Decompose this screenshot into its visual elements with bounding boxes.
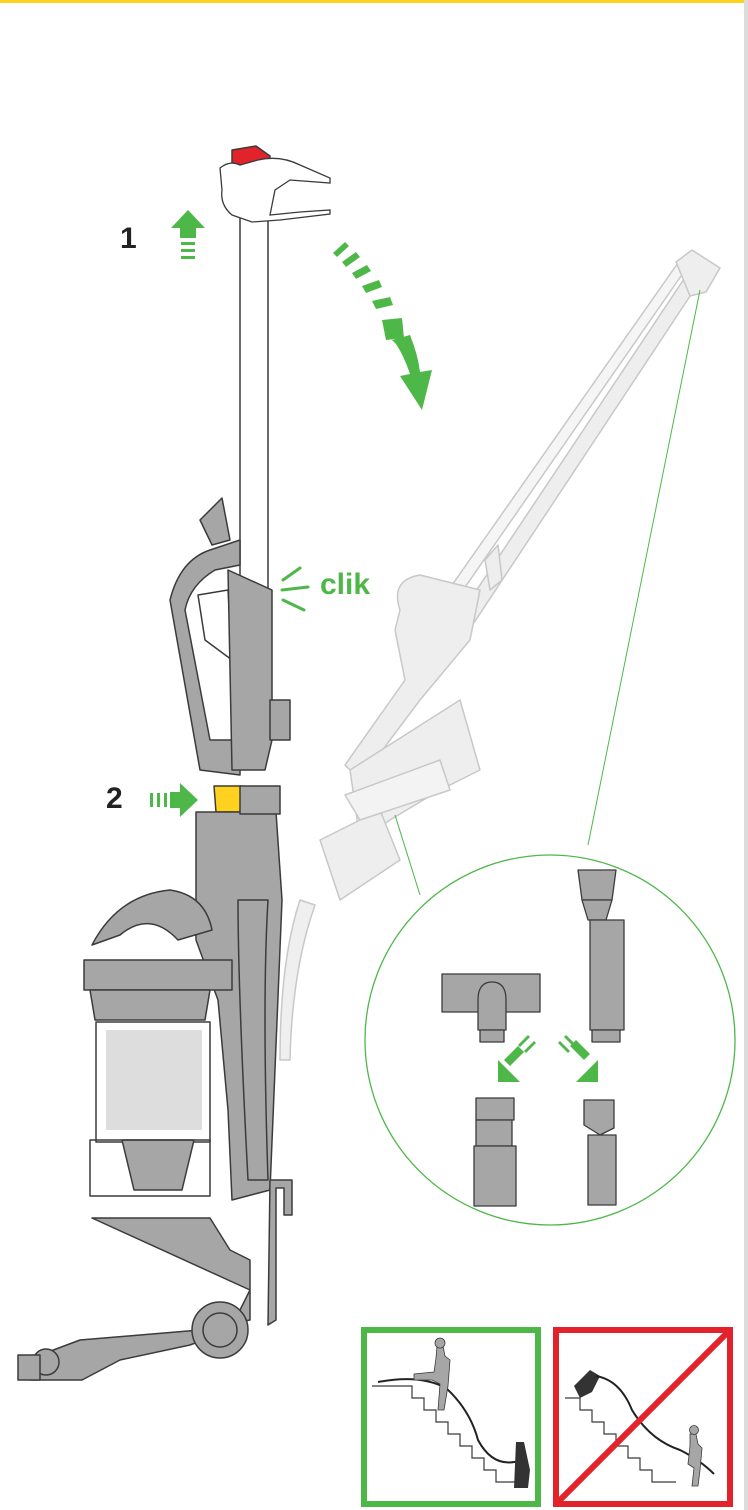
top-accent-bar bbox=[0, 0, 748, 3]
ghost-vacuum-tilted bbox=[279, 249, 721, 1061]
main-vacuum-upright bbox=[17, 145, 293, 1381]
incorrect-stairs-panel bbox=[553, 1327, 733, 1507]
curved-arrow-icon bbox=[333, 242, 432, 410]
attachment-callout-circle bbox=[364, 854, 736, 1226]
right-arrow-icon bbox=[150, 783, 198, 817]
hand-illustration bbox=[219, 157, 331, 223]
up-arrow-icon bbox=[171, 210, 205, 259]
click-sound-label: clik bbox=[320, 568, 371, 601]
step-1-number: 1 bbox=[120, 222, 137, 255]
down-right-arrow-icon bbox=[558, 1035, 598, 1082]
attachment-tools bbox=[441, 869, 625, 1207]
correct-stairs-panel bbox=[361, 1327, 541, 1507]
prohibited-cross-icon bbox=[553, 1327, 733, 1507]
down-left-arrow-icon bbox=[498, 1035, 536, 1082]
step-2-number: 2 bbox=[106, 782, 123, 815]
click-lines-icon bbox=[280, 566, 310, 612]
ghost-callout-lines bbox=[394, 289, 701, 896]
page-edge-bar bbox=[744, 0, 748, 1510]
